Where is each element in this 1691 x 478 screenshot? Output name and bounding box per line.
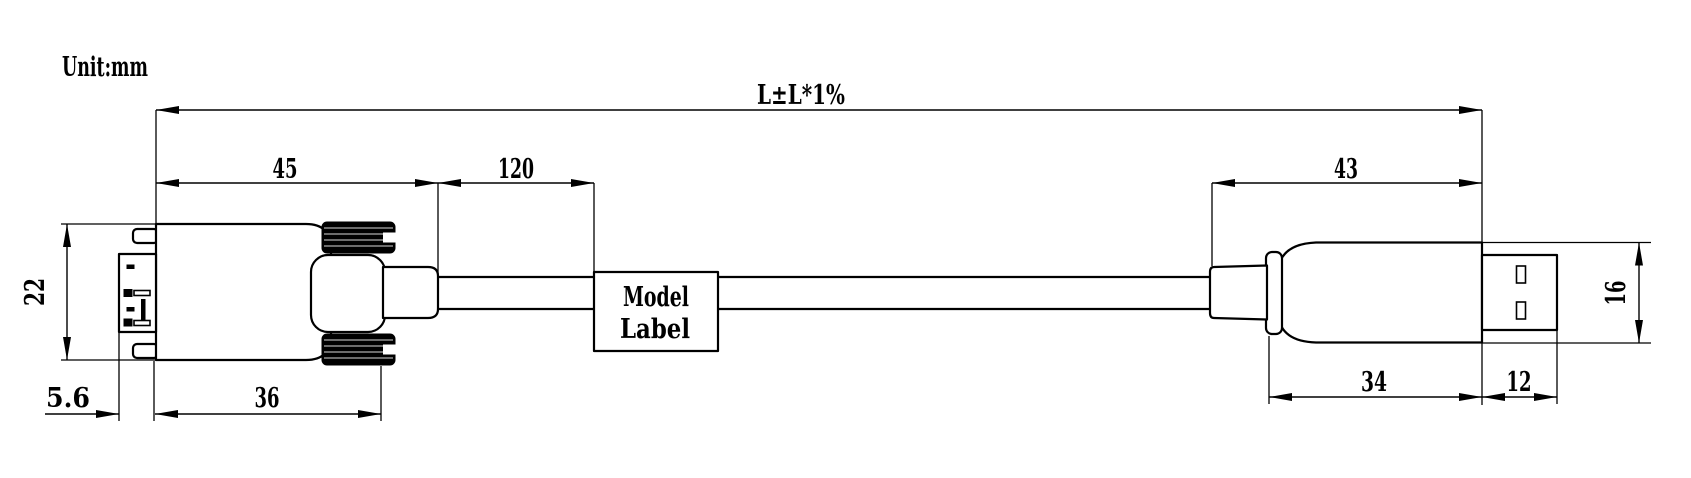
arrowhead — [1212, 179, 1235, 187]
dim-plug-tip-5-6: 5.6 — [45, 383, 119, 418]
extension-lines — [61, 110, 1651, 421]
usb-a-shell-hole-top — [1515, 265, 1527, 284]
arrowhead — [1459, 393, 1482, 401]
dim-label-22: 22 — [20, 278, 51, 306]
arrowhead — [1459, 106, 1482, 114]
unit-label: Unit:mm — [62, 52, 148, 83]
usb-a-connector — [1208, 241, 1559, 344]
dim-label-12: 12 — [1507, 367, 1532, 398]
dim-overall-length: L±L*1% — [156, 80, 1482, 114]
dim-label-43: 43 — [1334, 154, 1358, 185]
micro-usb-pins — [123, 264, 151, 327]
micro-usb-top-tab — [131, 227, 160, 245]
strain-relief-grip-bottom — [321, 333, 397, 366]
arrowhead — [63, 337, 71, 360]
arrowhead — [415, 179, 438, 187]
dim-boot-to-label-120: 120 — [438, 154, 594, 187]
usb-a-ring — [1264, 250, 1284, 336]
micro-usb-bottom-tab — [131, 342, 160, 360]
dim-label-120: 120 — [498, 154, 534, 185]
dim-right-width-16: 16 — [1601, 242, 1643, 343]
arrowhead — [358, 410, 381, 418]
model-label-rect — [592, 270, 720, 353]
grip-notch — [383, 232, 397, 243]
usb-a-body — [1276, 241, 1484, 344]
arrowhead — [571, 179, 594, 187]
dim-right-body-34: 34 — [1269, 367, 1482, 401]
arrowhead — [155, 410, 178, 418]
arrowhead — [1534, 393, 1557, 401]
arrowhead — [1269, 393, 1292, 401]
dim-label-overall: L±L*1% — [757, 80, 845, 111]
model-label-line1: Model — [623, 282, 689, 313]
arrowhead — [96, 410, 119, 418]
dim-left-body-36: 36 — [155, 383, 381, 418]
arrowhead — [438, 179, 461, 187]
micro-usb-boot — [309, 253, 387, 334]
dim-right-connector-43: 43 — [1212, 154, 1482, 187]
model-label-box: Model Label — [592, 270, 720, 353]
usb-a-shell — [1480, 253, 1559, 332]
dim-label-5-6: 5.6 — [46, 383, 90, 414]
arrowhead — [156, 179, 179, 187]
arrowhead — [156, 106, 179, 114]
dim-label-34: 34 — [1361, 367, 1387, 398]
micro-usb-body — [154, 222, 333, 362]
usb-a-shell-hole-bottom — [1515, 301, 1527, 320]
model-label-line2: Label — [620, 314, 690, 345]
arrowhead — [1482, 393, 1505, 401]
dim-label-36: 36 — [255, 383, 280, 414]
dim-label-16: 16 — [1601, 281, 1632, 306]
arrowhead — [1635, 320, 1643, 343]
dim-usb-plug-12: 12 — [1482, 367, 1557, 401]
cable — [436, 275, 1213, 311]
micro-usb-neck — [381, 265, 440, 320]
grip-notch — [383, 344, 397, 355]
strain-relief-grip-top — [321, 221, 397, 254]
micro-usb-connector — [117, 221, 440, 366]
dim-left-connector-45: 45 — [156, 154, 438, 187]
dim-left-height-22: 22 — [20, 224, 71, 360]
arrowhead — [1459, 179, 1482, 187]
arrowhead — [1635, 242, 1643, 266]
usb-a-boot — [1208, 264, 1269, 321]
arrowhead — [63, 224, 71, 247]
dim-label-45: 45 — [273, 154, 298, 185]
